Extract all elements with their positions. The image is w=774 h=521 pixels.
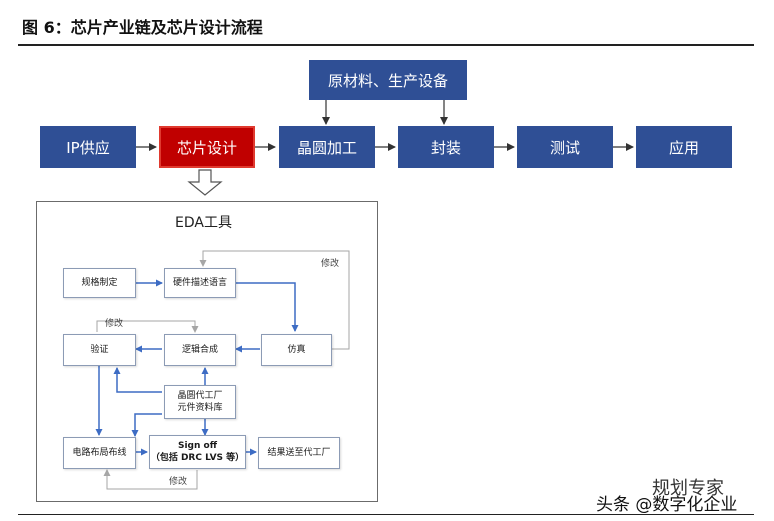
figure-title: 图 6：芯片产业链及芯片设计流程 bbox=[22, 18, 263, 37]
simulation-box: 仿真 bbox=[261, 334, 332, 366]
spec-box: 规格制定 bbox=[63, 268, 136, 298]
hdl-box: 硬件描述语言 bbox=[164, 268, 236, 298]
ip-supply-box: IP供应 bbox=[40, 126, 136, 168]
signoff-line1: Sign off bbox=[177, 441, 218, 451]
testing-box: 测试 bbox=[517, 126, 613, 168]
layout-box: 电路布局布线 bbox=[63, 437, 136, 469]
signoff-box: Sign off （包括 DRC LVS 等） bbox=[149, 435, 246, 469]
modify-label-bottom: 修改 bbox=[169, 477, 188, 487]
eda-panel: EDA工具 规格制定 硬件描述语言 仿真 逻辑合成 验证 晶圆代工厂 元件资料库… bbox=[36, 201, 378, 502]
chip-design-box: 芯片设计 bbox=[159, 126, 255, 168]
foundry-line1: 晶圆代工厂 bbox=[177, 391, 223, 401]
watermark-brand: 规划专家 bbox=[652, 478, 724, 499]
foundry-library-box: 晶圆代工厂 元件资料库 bbox=[164, 385, 236, 419]
result-box: 结果送至代工厂 bbox=[258, 437, 340, 469]
top-rule bbox=[18, 44, 754, 46]
eda-title: EDA工具 bbox=[175, 215, 232, 231]
foundry-line2: 元件资料库 bbox=[177, 403, 223, 413]
modify-label-top: 修改 bbox=[321, 259, 340, 269]
bottom-rule bbox=[18, 514, 754, 515]
signoff-line2: （包括 DRC LVS 等） bbox=[150, 453, 245, 463]
packaging-box: 封装 bbox=[398, 126, 494, 168]
materials-equipment-box: 原材料、生产设备 bbox=[309, 60, 467, 100]
application-box: 应用 bbox=[636, 126, 732, 168]
verification-box: 验证 bbox=[63, 334, 136, 366]
synthesis-box: 逻辑合成 bbox=[164, 334, 236, 366]
wafer-fab-box: 晶圆加工 bbox=[279, 126, 375, 168]
modify-label-middle: 修改 bbox=[105, 319, 124, 329]
watermark-handle: 头条 @数字化企业 bbox=[596, 495, 738, 515]
